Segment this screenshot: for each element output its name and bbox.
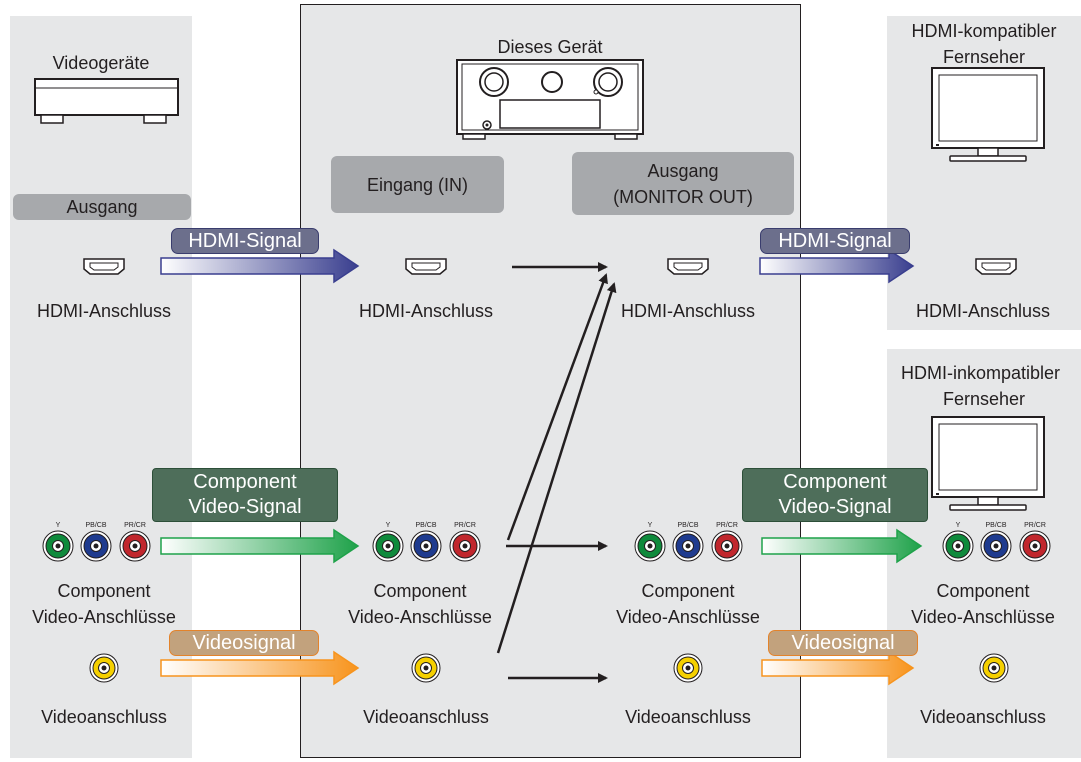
source-device-label: Videogeräte (52, 53, 150, 73)
video-port-label: Videoanschluss (920, 707, 1046, 727)
jack-label-pb: PB/CB (985, 522, 1006, 529)
jack-label-pr: PR/CR (1024, 522, 1046, 529)
video-device-icon (34, 78, 179, 124)
video-jack-icon (411, 653, 441, 683)
this-device-label: Dieses Gerät (497, 37, 603, 57)
component-signal-line1: Component (783, 471, 887, 493)
component-port-line1: Component (57, 581, 151, 601)
hdmi-port-label: HDMI-Anschluss (915, 301, 1051, 321)
jack-label-y: Y (648, 522, 653, 529)
component-signal-arrow (160, 528, 360, 564)
hdmi-port-icon (667, 258, 709, 275)
video-signal-tag: Videosignal (768, 630, 918, 656)
component-port-line1: Component (373, 581, 467, 601)
monitor-out-line1: Ausgang (647, 160, 719, 181)
input-box: Eingang (IN) (331, 156, 504, 213)
component-signal-arrow (761, 528, 923, 564)
hdmi-signal-arrow (759, 248, 915, 284)
jack-label-pb: PB/CB (85, 522, 106, 529)
hdmi-tv-icon (931, 67, 1045, 162)
av-receiver-icon (456, 59, 644, 140)
hdmi-port-label: HDMI-Anschluss (358, 301, 494, 321)
hdmi-signal-tag: HDMI-Signal (760, 228, 910, 254)
jack-label-pb: PB/CB (415, 522, 436, 529)
jack-label-pr: PR/CR (716, 522, 738, 529)
component-port-label: Component Video-Anschlüsse (0, 578, 210, 630)
component-port-label: Component Video-Anschlüsse (885, 578, 1081, 630)
video-jack-icon (673, 653, 703, 683)
video-signal-arrow (160, 650, 360, 686)
component-jacks-icon (42, 530, 151, 562)
video-port-label: Videoanschluss (41, 707, 167, 727)
hdmi-port-label: HDMI-Anschluss (36, 301, 172, 321)
non-hdmi-tv-icon (931, 416, 1045, 511)
hdmi-tv-label: HDMI-kompatibler Fernseher (887, 18, 1081, 70)
component-signal-tag: Component Video-Signal (152, 468, 338, 522)
component-signal-line2: Video-Signal (778, 496, 892, 518)
non-hdmi-tv-label: HDMI-inkompatibler Fernseher (887, 360, 1081, 412)
jack-label-pb: PB/CB (677, 522, 698, 529)
video-signal-arrow (761, 650, 915, 686)
video-port-label: Videoanschluss (363, 707, 489, 727)
video-signal-tag: Videosignal (169, 630, 319, 656)
component-signal-line1: Component (193, 471, 297, 493)
video-jack-icon (89, 653, 119, 683)
monitor-out-line2: (MONITOR OUT) (613, 186, 753, 207)
component-port-line2: Video-Anschlüsse (911, 607, 1055, 627)
component-port-line1: Component (936, 581, 1030, 601)
non-hdmi-tv-label-line1: HDMI-inkompatibler (901, 363, 1061, 383)
component-jacks-icon (372, 530, 481, 562)
component-port-label: Component Video-Anschlüsse (582, 578, 794, 630)
component-port-line2: Video-Anschlüsse (32, 607, 176, 627)
video-port-label: Videoanschluss (625, 707, 751, 727)
component-signal-tag: Component Video-Signal (742, 468, 928, 522)
component-jacks-icon (942, 530, 1051, 562)
component-port-label: Component Video-Anschlüsse (314, 578, 526, 630)
hdmi-port-icon (83, 258, 125, 275)
source-output-box: Ausgang (13, 194, 191, 220)
component-port-line1: Component (641, 581, 735, 601)
jack-label-y: Y (56, 522, 61, 529)
monitor-out-box: Ausgang (MONITOR OUT) (572, 152, 794, 215)
internal-routing-arrows (496, 262, 617, 683)
hdmi-port-label: HDMI-Anschluss (620, 301, 756, 321)
hdmi-tv-label-line1: HDMI-kompatibler (911, 21, 1057, 41)
component-port-line2: Video-Anschlüsse (616, 607, 760, 627)
component-jacks-icon (634, 530, 743, 562)
hdmi-signal-arrow (160, 248, 360, 284)
hdmi-port-icon (405, 258, 447, 275)
video-jack-icon (979, 653, 1009, 683)
jack-label-y: Y (956, 522, 961, 529)
component-port-line2: Video-Anschlüsse (348, 607, 492, 627)
jack-label-pr: PR/CR (454, 522, 476, 529)
component-signal-line2: Video-Signal (188, 496, 302, 518)
jack-label-y: Y (386, 522, 391, 529)
hdmi-port-icon (975, 258, 1017, 275)
jack-label-pr: PR/CR (124, 522, 146, 529)
source-panel (10, 16, 192, 758)
hdmi-signal-tag: HDMI-Signal (171, 228, 319, 254)
hdmi-tv-label-line2: Fernseher (942, 47, 1026, 67)
non-hdmi-tv-label-line2: Fernseher (942, 389, 1026, 409)
